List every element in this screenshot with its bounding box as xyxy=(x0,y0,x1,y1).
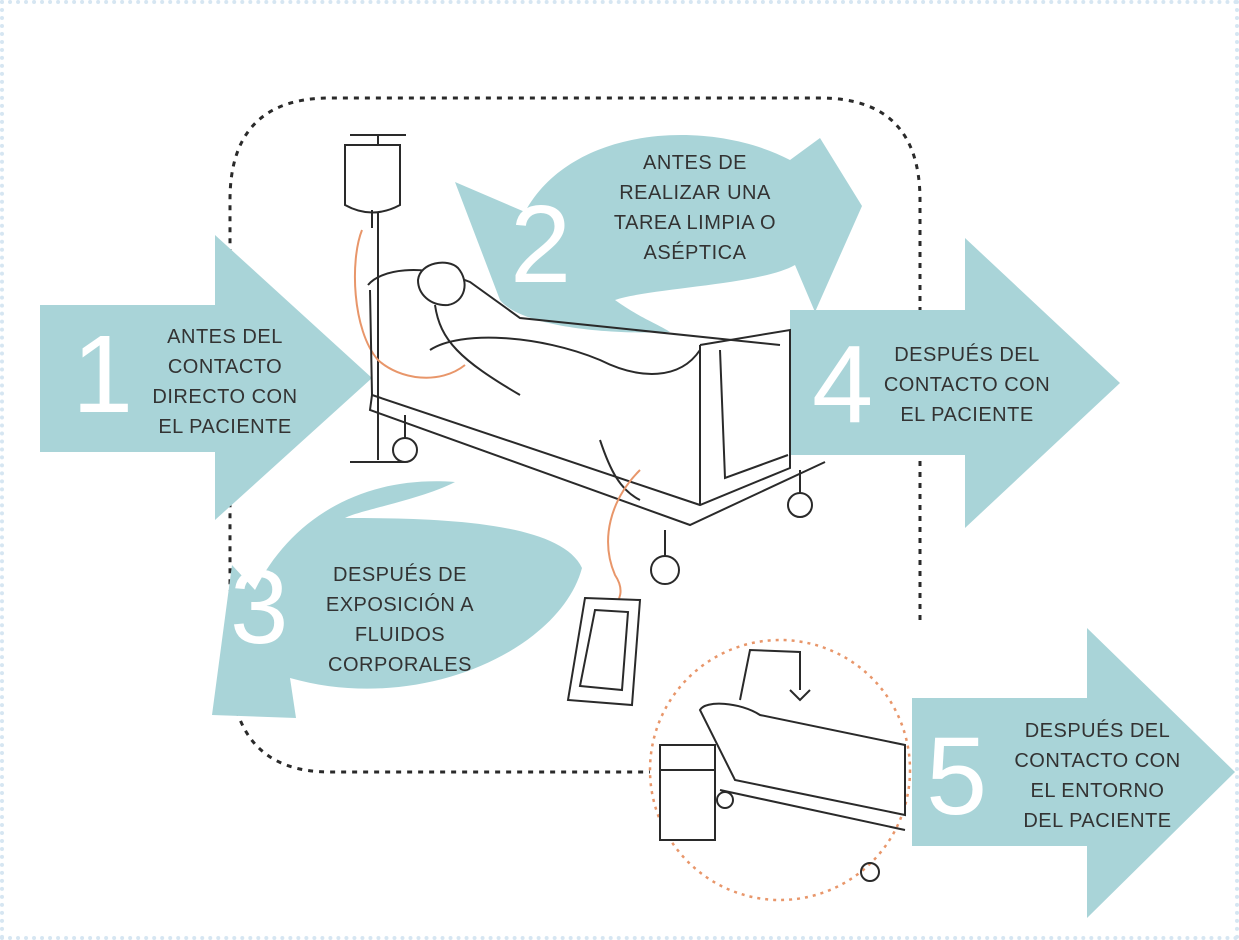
moment-1-line: ANTES DEL xyxy=(167,326,283,348)
moment-2-line: ANTES DE xyxy=(642,152,748,174)
moment-1-number: 1 xyxy=(72,313,134,436)
moment-4-line: CONTACTO CON xyxy=(883,374,1051,396)
moment-4-line: EL PACIENTE xyxy=(900,404,1034,426)
moment-2-number: 2 xyxy=(510,183,572,306)
moment-1-line: DIRECTO CON xyxy=(152,386,298,408)
iv-tube xyxy=(354,229,466,379)
moment-1-label: ANTES DEL CONTACTO DIRECTO CON EL PACIEN… xyxy=(130,322,320,442)
drainage-tube xyxy=(607,469,641,611)
empty-bed-and-nightstand xyxy=(659,648,906,882)
moment-5-line: CONTACTO CON xyxy=(1014,750,1181,772)
moment-3-line: EXPOSICIÓN A xyxy=(325,594,475,616)
moment-4-number: 4 xyxy=(812,323,874,446)
moment-5-line: DEL PACIENTE xyxy=(1023,810,1172,832)
drainage-bag xyxy=(566,596,642,707)
moment-4-arrow xyxy=(790,238,1120,528)
moment-5-label: DESPUÉS DEL CONTACTO CON EL ENTORNO DEL … xyxy=(990,716,1205,836)
moment-2-line: TAREA LIMPIA O xyxy=(613,212,777,234)
moment-1-line: EL PACIENTE xyxy=(158,416,292,438)
moment-4-line: DESPUÉS DEL xyxy=(894,344,1040,366)
moment-3-label: DESPUÉS DE EXPOSICIÓN A FLUIDOS CORPORAL… xyxy=(300,560,500,680)
hospital-bed xyxy=(367,261,826,585)
moment-2-line: REALIZAR UNA xyxy=(619,182,771,204)
moment-2-arrow xyxy=(455,135,862,333)
moment-3-line: CORPORALES xyxy=(328,654,472,676)
moment-4-label: DESPUÉS DEL CONTACTO CON EL PACIENTE xyxy=(872,340,1062,430)
moment-2-line: ASÉPTICA xyxy=(643,242,747,264)
moment-3-number: 3 xyxy=(230,549,289,666)
moment-2-label: ANTES DE REALIZAR UNA TAREA LIMPIA O ASÉ… xyxy=(590,148,800,268)
moment-5-number: 5 xyxy=(926,715,988,838)
moment-1-arrow xyxy=(40,235,372,520)
moment-3-arrow xyxy=(212,481,582,718)
moment-5-line: EL ENTORNO xyxy=(1030,780,1165,802)
moment-1-line: CONTACTO xyxy=(167,356,283,378)
iv-drip-stand xyxy=(344,134,406,463)
moment-5-arrow xyxy=(912,628,1235,918)
patient-environment-circle xyxy=(648,638,912,902)
moment-3-line: FLUIDOS xyxy=(354,624,446,646)
moment-5-line: DESPUÉS DEL xyxy=(1024,720,1171,742)
moment-3-line: DESPUÉS DE xyxy=(333,564,467,586)
patient-zone-boundary xyxy=(228,96,922,774)
